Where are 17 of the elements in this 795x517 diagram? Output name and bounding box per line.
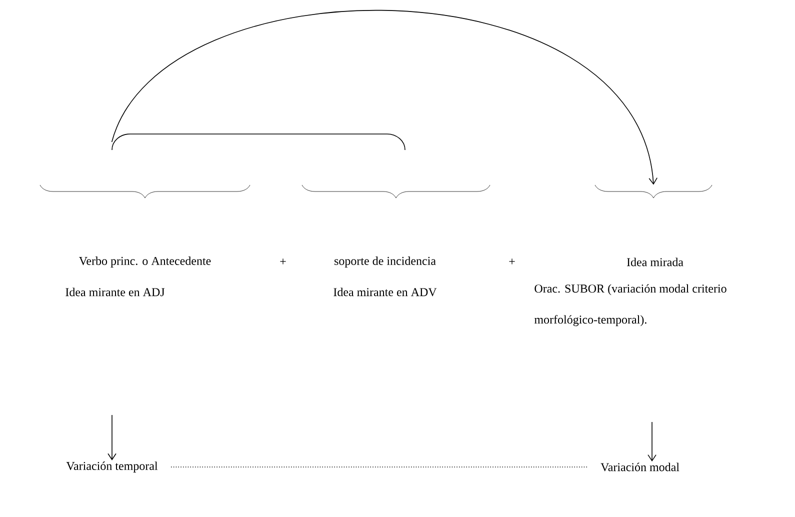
arrow	[648, 422, 656, 462]
arrow	[108, 414, 116, 460]
plus-sign: +	[280, 258, 286, 264]
text-label: Variación temporal	[66, 462, 158, 472]
text-label: Verbo princ. o Antecedente	[79, 256, 211, 268]
text-label: Orac. SUBOR (variación modal criterio morfológico-temporal).	[534, 284, 726, 326]
brace	[302, 184, 490, 198]
text-label: Idea mirante en ADV	[334, 288, 437, 296]
text-label: soporte de incidencia	[334, 256, 436, 268]
plus-sign: +	[509, 258, 515, 264]
brace	[112, 134, 406, 150]
text-label: Idea mirante en ADJ	[66, 288, 165, 296]
brace	[594, 184, 712, 198]
text-label: Idea mirada	[626, 258, 684, 266]
text-label: Variación modal	[600, 462, 680, 472]
brace	[40, 184, 250, 198]
dotted-line	[170, 466, 588, 468]
